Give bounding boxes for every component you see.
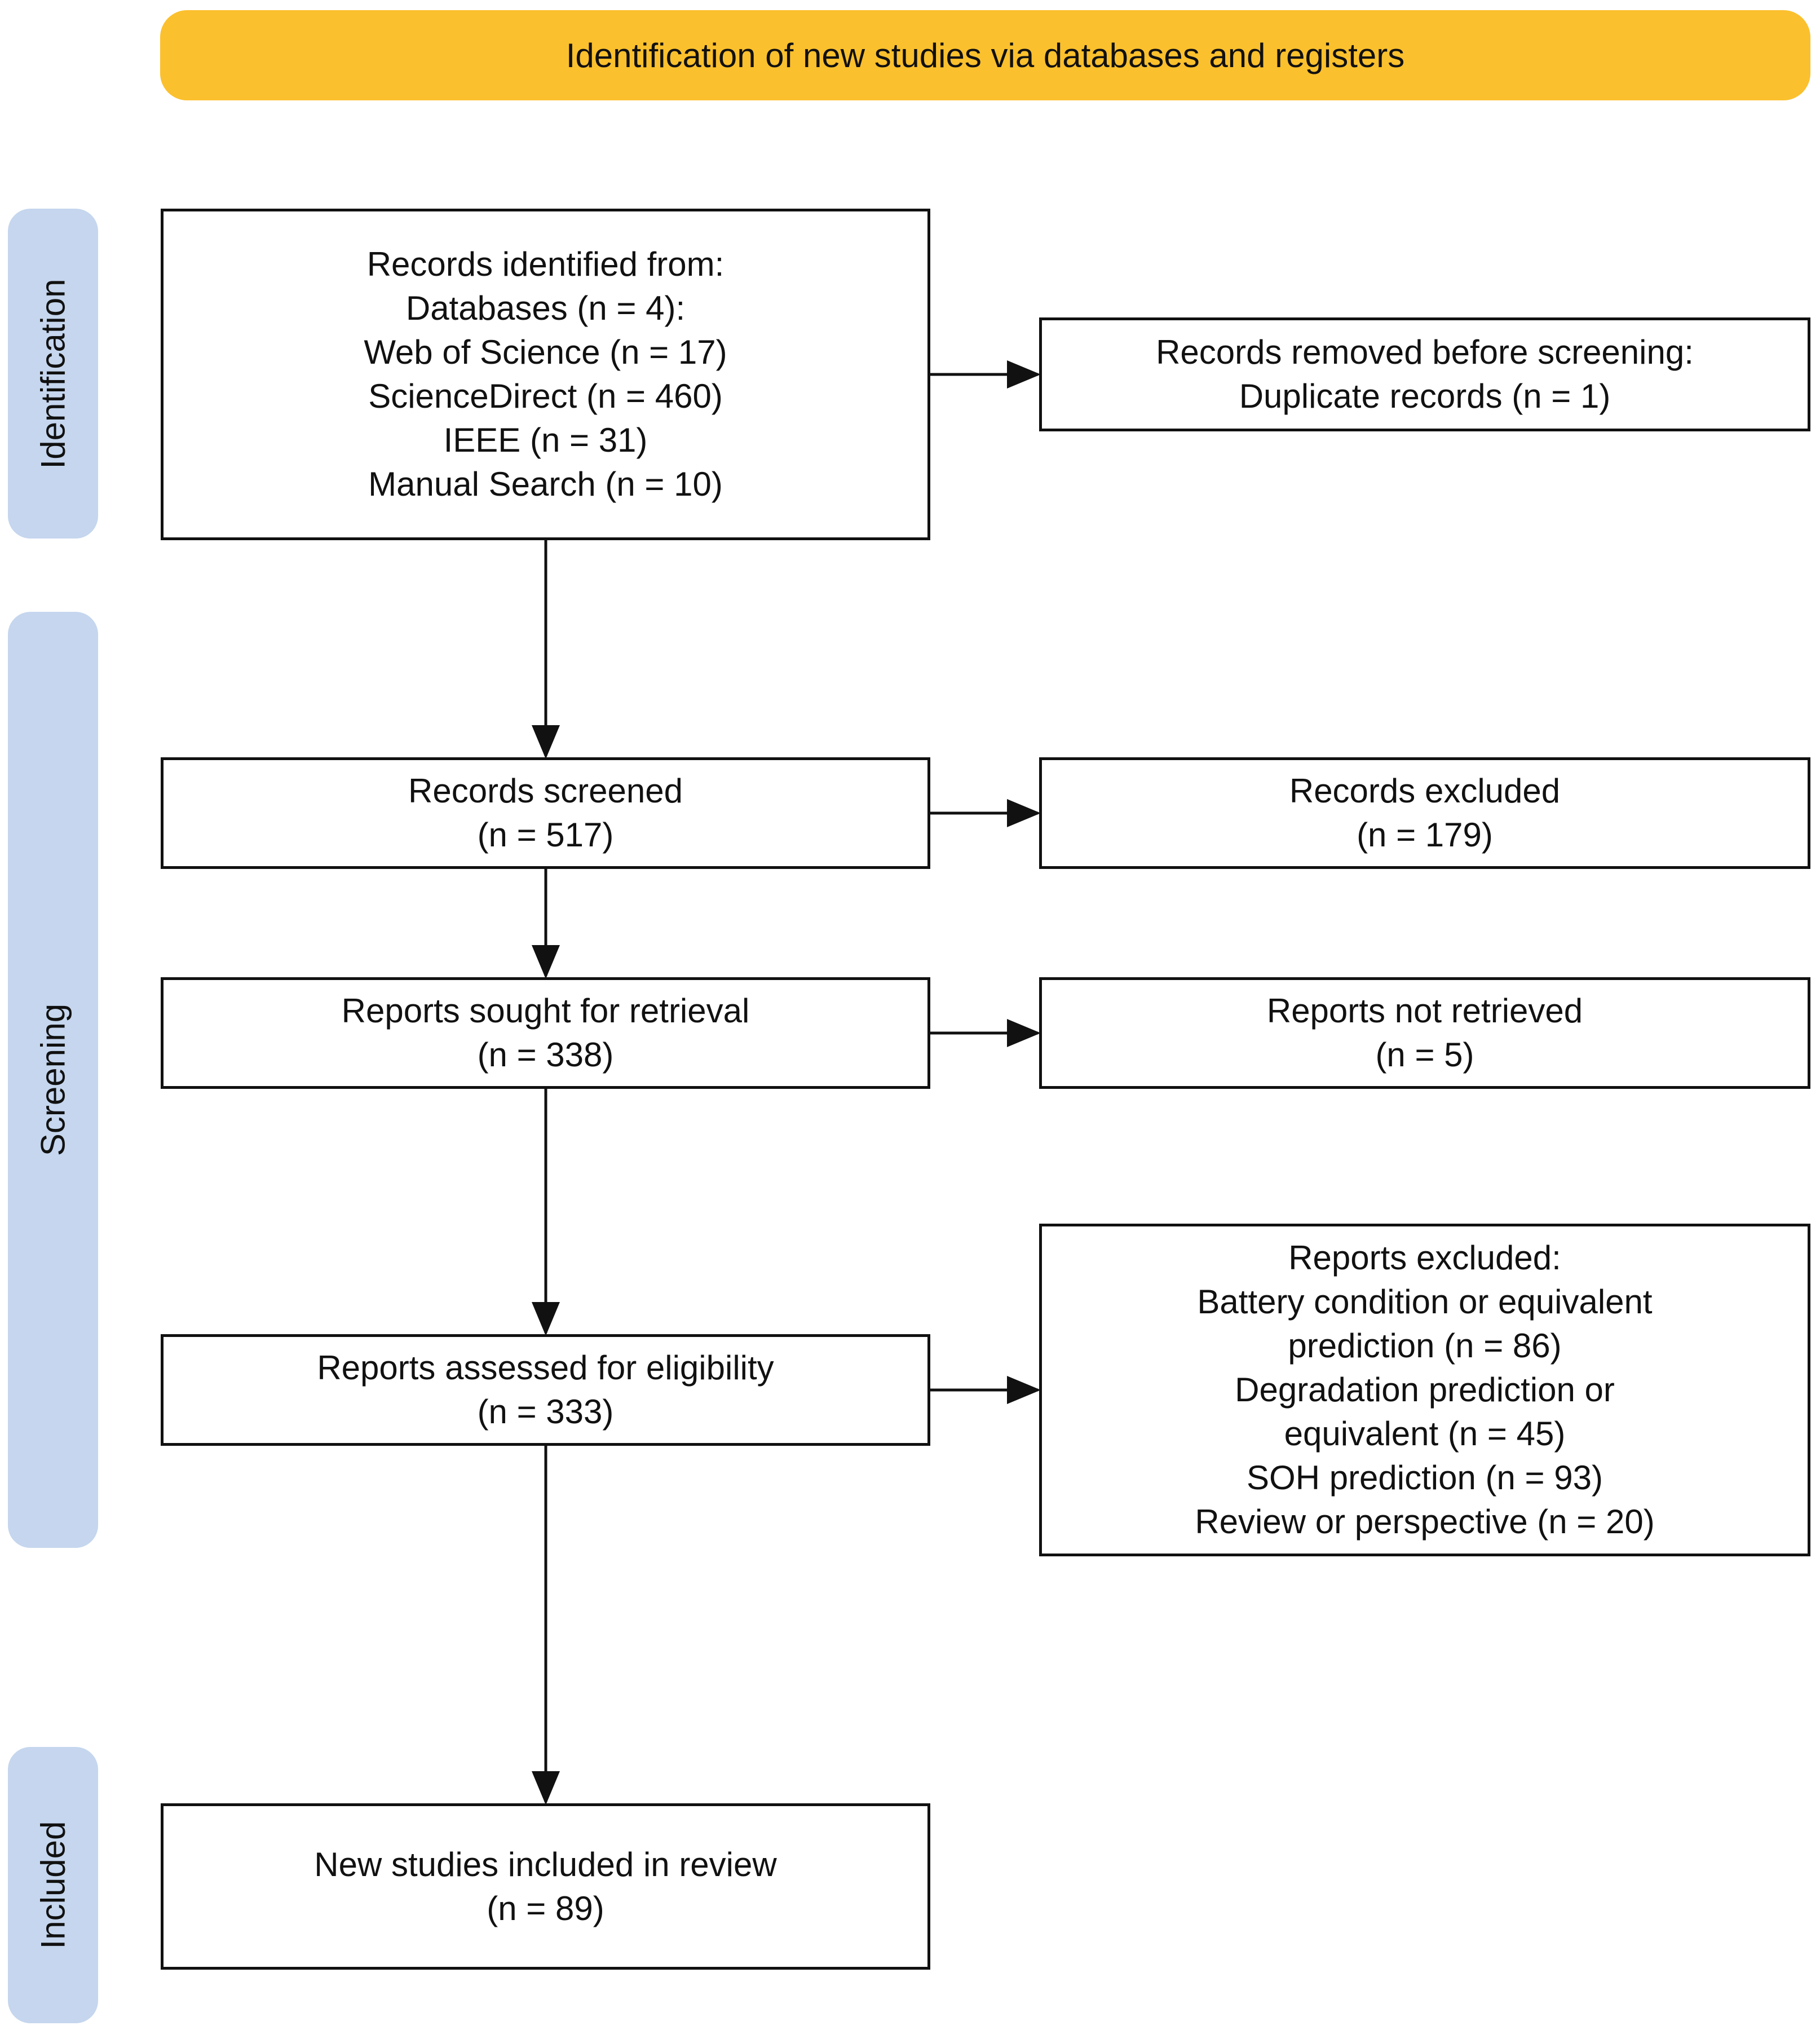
reports-excluded-line: equivalent (n = 45) xyxy=(1284,1415,1566,1453)
records-removed-box: Records removed before screening: Duplic… xyxy=(1039,317,1810,431)
phase-included: Included xyxy=(8,1747,98,2023)
records-screened-box: Records screened (n = 517) xyxy=(161,757,930,869)
reports-excluded-line: Degradation prediction or xyxy=(1235,1371,1615,1409)
records-excluded-box: Records excluded (n = 179) xyxy=(1039,757,1810,869)
records-excluded-line: (n = 179) xyxy=(1357,816,1493,854)
records-identified-line: Web of Science (n = 17) xyxy=(364,333,727,371)
phase-identification: Identification xyxy=(8,209,98,539)
reports-sought-line: Reports sought for retrieval xyxy=(341,992,750,1030)
records-identified-box: Records identified from: Databases (n = … xyxy=(161,209,930,540)
records-identified-line: Manual Search (n = 10) xyxy=(368,465,723,503)
records-screened-line: Records screened xyxy=(408,772,683,810)
reports-excluded-line: Reports excluded: xyxy=(1288,1239,1561,1277)
records-identified-line: Records identified from: xyxy=(366,245,725,283)
records-removed-line: Duplicate records (n = 1) xyxy=(1239,377,1611,415)
reports-excluded-line: Battery condition or equivalent xyxy=(1197,1283,1653,1321)
reports-excluded-box: Reports excluded: Battery condition or e… xyxy=(1039,1224,1810,1556)
included-line: (n = 89) xyxy=(487,1889,604,1927)
included-box: New studies included in review (n = 89) xyxy=(161,1803,930,1970)
header-bar: Identification of new studies via databa… xyxy=(160,10,1810,100)
reports-assessed-line: (n = 333) xyxy=(477,1393,614,1431)
reports-excluded-line: Review or perspective (n = 20) xyxy=(1195,1503,1655,1541)
records-identified-line: Databases (n = 4): xyxy=(405,289,686,327)
reports-not-retrieved-box: Reports not retrieved (n = 5) xyxy=(1039,977,1810,1089)
header-title: Identification of new studies via databa… xyxy=(566,36,1405,74)
reports-assessed-line: Reports assessed for eligibility xyxy=(317,1349,774,1387)
records-identified-line: ScienceDirect (n = 460) xyxy=(368,377,723,415)
reports-excluded-line: prediction (n = 86) xyxy=(1288,1327,1562,1365)
records-removed-line: Records removed before screening: xyxy=(1156,333,1694,371)
reports-sought-box: Reports sought for retrieval (n = 338) xyxy=(161,977,930,1089)
records-excluded-line: Records excluded xyxy=(1289,772,1561,810)
records-identified-line: IEEE (n = 31) xyxy=(443,421,648,459)
reports-not-retrieved-line: (n = 5) xyxy=(1375,1036,1474,1074)
included-line: New studies included in review xyxy=(314,1845,777,1883)
reports-sought-line: (n = 338) xyxy=(477,1036,614,1074)
reports-excluded-line: SOH prediction (n = 93) xyxy=(1247,1459,1603,1497)
records-screened-line: (n = 517) xyxy=(477,816,614,854)
reports-not-retrieved-line: Reports not retrieved xyxy=(1266,992,1583,1030)
phase-screening: Screening xyxy=(8,612,98,1548)
